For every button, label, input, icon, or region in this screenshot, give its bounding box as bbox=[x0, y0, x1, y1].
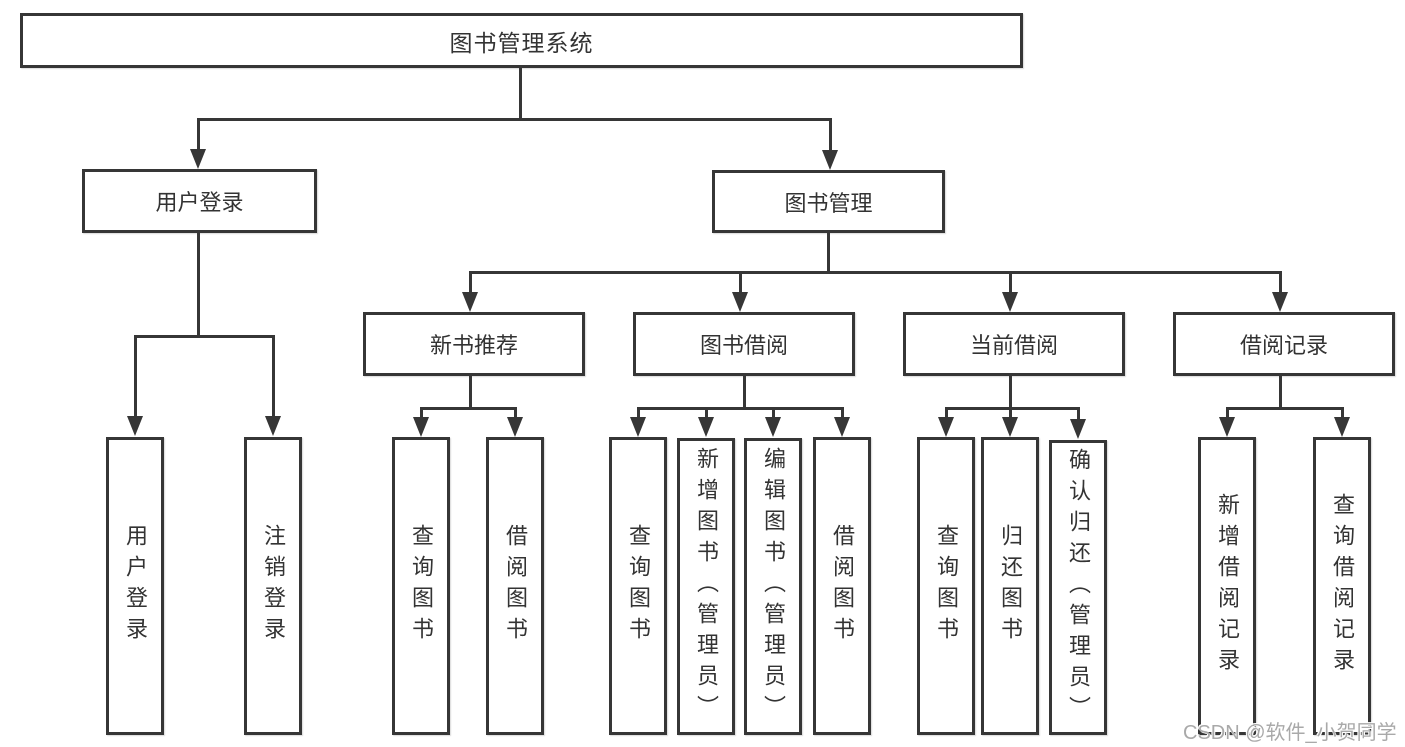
leaf-newbook-borrow-label: 借阅图书 bbox=[503, 524, 528, 648]
connector-line bbox=[420, 407, 423, 420]
leaf-current-return-label: 归还图书 bbox=[998, 524, 1023, 648]
node-borrow-record: 借阅记录 bbox=[1173, 312, 1395, 376]
arrow-down-icon bbox=[1070, 419, 1086, 439]
connector-line bbox=[514, 407, 517, 420]
node-book-borrow-label: 图书借阅 bbox=[699, 333, 788, 358]
arrow-down-icon bbox=[127, 416, 143, 436]
leaf-borrow-edit-admin-label: 编辑图书（管理员） bbox=[761, 447, 786, 726]
leaf-borrow-edit-admin: 编辑图书（管理员） bbox=[744, 438, 802, 735]
connector-line bbox=[637, 407, 844, 410]
connector-line bbox=[1009, 376, 1012, 410]
arrow-down-icon bbox=[765, 417, 781, 437]
connector-line bbox=[945, 407, 1080, 410]
connector-line bbox=[841, 407, 844, 420]
leaf-newbook-query-label: 查询图书 bbox=[409, 524, 434, 648]
arrow-down-icon bbox=[1002, 292, 1018, 312]
connector-line bbox=[1279, 376, 1282, 410]
connector-line bbox=[197, 118, 832, 121]
leaf-current-query-label: 查询图书 bbox=[934, 524, 959, 648]
arrow-down-icon bbox=[190, 149, 206, 169]
leaf-newbook-borrow: 借阅图书 bbox=[486, 437, 544, 735]
node-user-login-label: 用户登录 bbox=[155, 190, 244, 215]
arrow-down-icon bbox=[938, 417, 954, 437]
node-borrow-record-label: 借阅记录 bbox=[1239, 333, 1328, 358]
connector-line bbox=[469, 376, 472, 410]
arrow-down-icon bbox=[834, 417, 850, 437]
leaf-borrow-add-admin-label: 新增图书（管理员） bbox=[694, 447, 719, 726]
leaf-current-confirm-admin-label: 确认归还（管理员） bbox=[1066, 448, 1091, 727]
leaf-borrow-query: 查询图书 bbox=[609, 437, 667, 735]
leaf-user-login: 用户登录 bbox=[106, 437, 164, 735]
arrow-down-icon bbox=[462, 292, 478, 312]
connector-line bbox=[197, 118, 200, 151]
leaf-current-confirm-admin: 确认归还（管理员） bbox=[1049, 440, 1107, 735]
node-current-borrow: 当前借阅 bbox=[903, 312, 1125, 376]
connector-line bbox=[469, 271, 472, 294]
leaf-record-query: 查询借阅记录 bbox=[1313, 437, 1371, 735]
leaf-logout-label: 注销登录 bbox=[261, 524, 286, 648]
connector-line bbox=[1077, 407, 1080, 420]
arrow-down-icon bbox=[413, 417, 429, 437]
connector-line bbox=[134, 335, 137, 417]
connector-line bbox=[1226, 407, 1229, 420]
connector-line bbox=[637, 407, 640, 420]
leaf-borrow-book-label: 借阅图书 bbox=[830, 524, 855, 648]
leaf-logout: 注销登录 bbox=[244, 437, 302, 735]
connector-line bbox=[420, 407, 517, 410]
node-book-borrow: 图书借阅 bbox=[633, 312, 855, 376]
node-book-management: 图书管理 bbox=[712, 170, 945, 233]
csdn-watermark: CSDN @软件_小贺同学 bbox=[1183, 722, 1397, 744]
node-current-borrow-label: 当前借阅 bbox=[969, 333, 1058, 358]
arrow-down-icon bbox=[507, 417, 523, 437]
arrow-down-icon bbox=[698, 417, 714, 437]
leaf-record-add: 新增借阅记录 bbox=[1198, 437, 1256, 735]
connector-line bbox=[1009, 271, 1012, 294]
leaf-borrow-query-label: 查询图书 bbox=[626, 524, 651, 648]
arrow-down-icon bbox=[265, 416, 281, 436]
arrow-down-icon bbox=[1272, 292, 1288, 312]
leaf-record-query-label: 查询借阅记录 bbox=[1330, 493, 1355, 679]
connector-line bbox=[739, 271, 742, 294]
leaf-newbook-query: 查询图书 bbox=[392, 437, 450, 735]
connector-line bbox=[272, 335, 275, 417]
leaf-current-return: 归还图书 bbox=[981, 437, 1039, 735]
connector-line bbox=[772, 407, 775, 420]
leaf-borrow-book: 借阅图书 bbox=[813, 437, 871, 735]
node-book-management-label: 图书管理 bbox=[784, 190, 873, 216]
leaf-user-login-label: 用户登录 bbox=[123, 524, 148, 648]
node-root: 图书管理系统 bbox=[20, 13, 1023, 68]
node-user-login: 用户登录 bbox=[82, 169, 317, 233]
arrow-down-icon bbox=[1002, 417, 1018, 437]
connector-line bbox=[1009, 407, 1012, 420]
connector-line bbox=[945, 407, 948, 420]
connector-line bbox=[705, 407, 708, 420]
arrow-down-icon bbox=[732, 292, 748, 312]
arrow-down-icon bbox=[1219, 417, 1235, 437]
connector-line bbox=[469, 271, 1282, 274]
leaf-current-query: 查询图书 bbox=[917, 437, 975, 735]
leaf-record-add-label: 新增借阅记录 bbox=[1215, 493, 1240, 679]
leaf-borrow-add-admin: 新增图书（管理员） bbox=[677, 438, 735, 735]
node-new-book-recommend: 新书推荐 bbox=[363, 312, 585, 376]
connector-line bbox=[1226, 407, 1344, 410]
connector-line bbox=[1279, 271, 1282, 294]
arrow-down-icon bbox=[822, 150, 838, 170]
connector-line bbox=[827, 233, 830, 274]
connector-line bbox=[743, 376, 746, 410]
node-root-label: 图书管理系统 bbox=[449, 29, 594, 56]
arrow-down-icon bbox=[630, 417, 646, 437]
connector-line bbox=[197, 233, 200, 338]
arrow-down-icon bbox=[1334, 417, 1350, 437]
connector-line bbox=[519, 68, 522, 120]
connector-line bbox=[134, 335, 275, 338]
connector-line bbox=[1341, 407, 1344, 420]
connector-line bbox=[829, 118, 832, 151]
node-new-book-recommend-label: 新书推荐 bbox=[429, 333, 518, 358]
